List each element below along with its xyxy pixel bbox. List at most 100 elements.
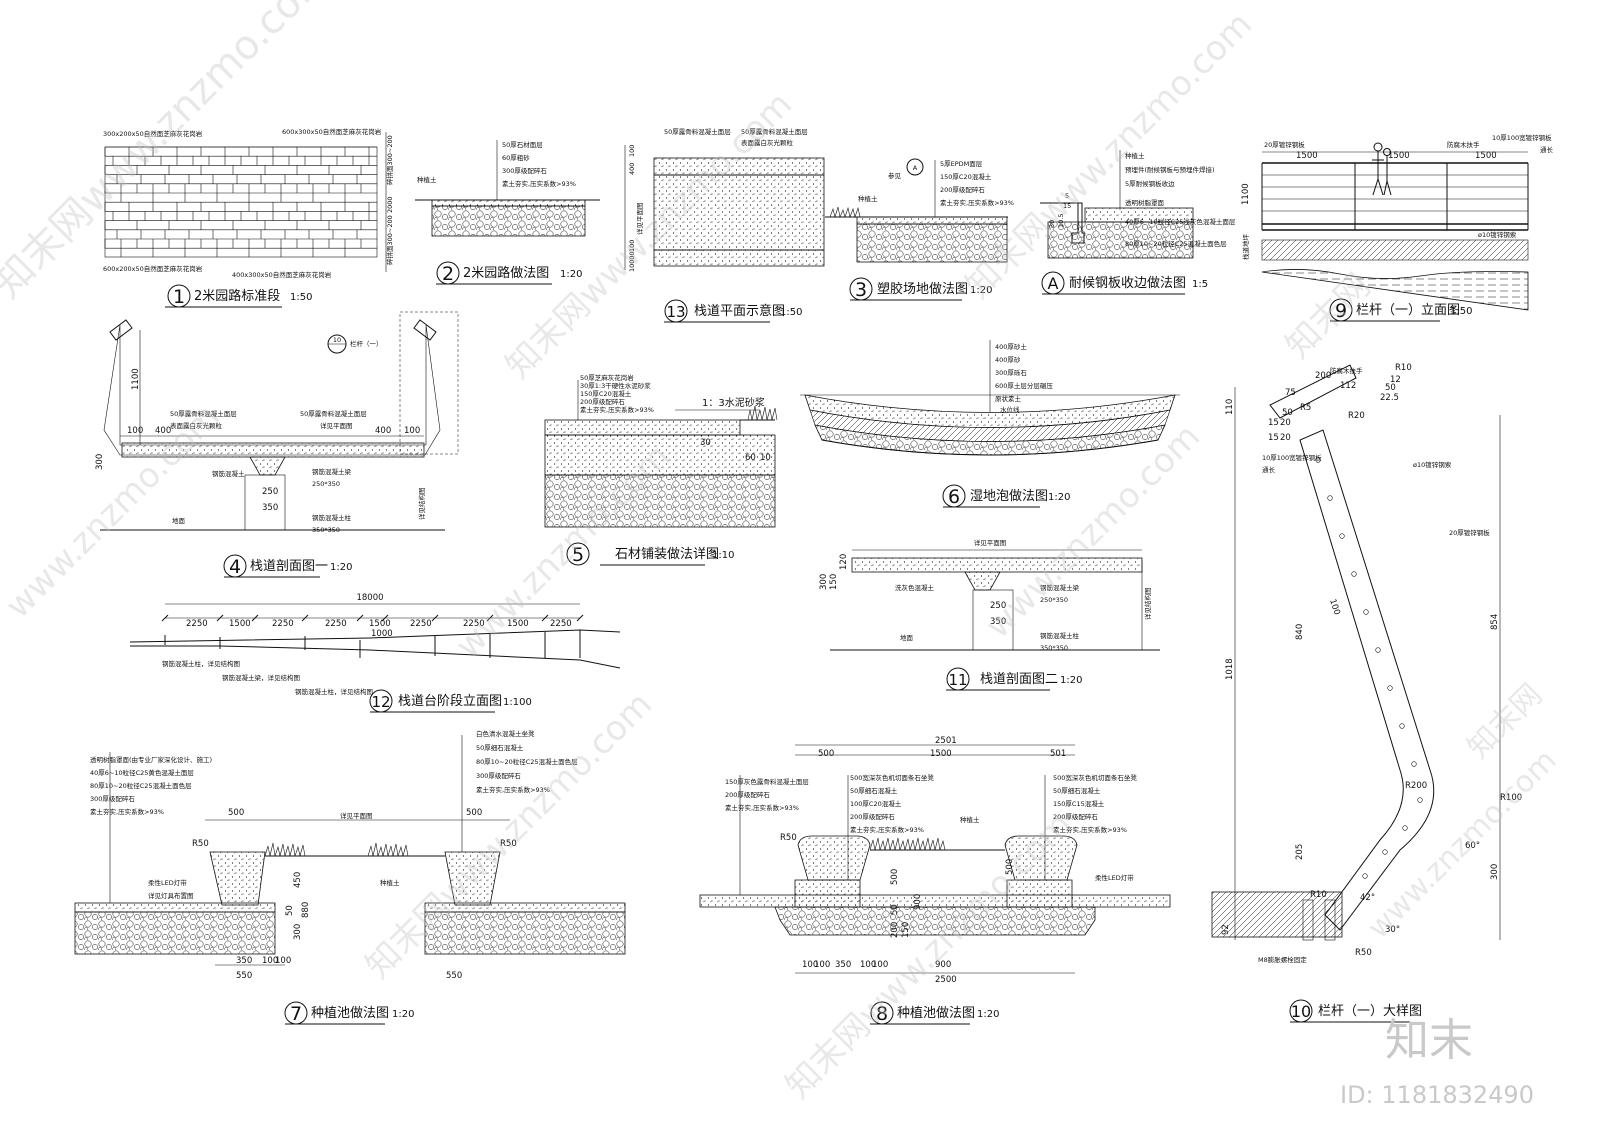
note: 50厚石材面层 <box>502 140 543 149</box>
dim: 10 <box>760 453 771 463</box>
note: 100厚C20混凝土 <box>850 799 902 808</box>
bolt-hole <box>1382 849 1388 855</box>
dim: R10 <box>1395 363 1412 373</box>
detail-9-railing-elevation: 20厚镀锌钢板 防腐木扶手 10厚100宽镀锌钢板 通长 1500 1500 1… <box>1241 133 1554 322</box>
note: 50厚露骨料混凝土面层 <box>664 127 731 136</box>
dim: 200 <box>890 922 900 938</box>
note: 素土夯实,压实系数>93% <box>1053 825 1127 834</box>
dim: 350 <box>236 956 252 966</box>
note: 80厚10~20粒径C25混凝土面色层 <box>476 757 578 766</box>
note: 钢筋混凝土柱，详见结构图 <box>162 659 240 668</box>
detail-scale: 1:50 <box>1450 306 1472 317</box>
ref-num: 10 <box>333 336 341 344</box>
note: 素土夯实,压实系数>93% <box>850 825 924 834</box>
dim: R10 <box>1310 890 1327 900</box>
dim: 15 <box>1268 418 1279 428</box>
dim: 2250 <box>463 619 485 629</box>
note: 5 <box>1065 192 1069 200</box>
note: 20厚镀锌钢板 <box>1264 140 1305 149</box>
note: 柔性LED灯带 <box>1095 873 1134 882</box>
dim: 1000 <box>371 629 393 639</box>
note: 300厚砾石 <box>995 369 1027 377</box>
dim: 20 <box>1280 418 1291 428</box>
dim: 120 <box>839 554 849 570</box>
dim: 900 <box>913 894 923 910</box>
note: 50厚细石混凝土 <box>476 743 524 752</box>
note: 200厚级配碎石 <box>940 185 985 194</box>
note: 防腐木扶手 <box>1447 140 1480 149</box>
note: 钢筋混凝土梁，详见结构图 <box>222 673 300 682</box>
detail-number: A <box>1048 274 1059 293</box>
note: 60厚粗砂 <box>502 153 530 162</box>
detail-2-path-section: 50厚石材面层 60厚粗砂 300厚级配碎石 素土夯实,压实系数>93% 种植土… <box>415 140 600 285</box>
note: 种植土 <box>380 878 400 887</box>
dim: 1100 <box>131 368 141 390</box>
watermark-text: 知末网www.znzmo.com <box>0 0 339 307</box>
note: 10.5 <box>1057 214 1065 228</box>
detail-11-boardwalk-section-2: 详见平面图 洗灰色混凝土 钢筋混凝土梁 250*350 钢筋混凝土柱 350*3… <box>819 538 1160 691</box>
dim: 30° <box>1385 925 1400 935</box>
dim: 18000 <box>356 593 383 603</box>
dim: 300 <box>819 574 829 590</box>
note: 50厚细石混凝土 <box>1053 786 1101 795</box>
note: 素土夯实,压实系数>93% <box>476 785 550 794</box>
dim: 300 <box>95 454 105 470</box>
note: 素土夯实,压实系数>93% <box>725 803 799 812</box>
note: 地面 <box>172 516 186 525</box>
detail-title: 塑胶场地做法图 <box>877 281 968 297</box>
dim: 500 <box>228 808 244 818</box>
id-label: ID: 1181832490 <box>1340 1081 1534 1109</box>
note: 150厚C15混凝土 <box>1053 799 1105 808</box>
dim: 1500 <box>1388 151 1410 161</box>
detail-scale: 1:20 <box>1048 492 1070 503</box>
note: 原状素土 <box>995 394 1022 403</box>
dim: 500 <box>890 869 900 885</box>
dim: 350 <box>835 960 851 970</box>
detail-5-stone-paving: 50厚芝麻灰花岗岩 30厚1:3干硬性水泥砂浆 150厚C20混凝土 200厚级… <box>544 373 778 566</box>
detail-scale: 1:20 <box>977 1009 999 1020</box>
dim: 1500 <box>930 749 952 759</box>
dim: 100 <box>872 960 888 970</box>
note: 40厚6~10粒径C25黄色混凝土面层 <box>90 768 194 777</box>
detail-13-boardwalk-plan: 50厚露骨料混凝土面层 50厚露骨料混凝土面层 表面露白灰光颗粒 详见平面图 4… <box>624 127 825 323</box>
dim: 880 <box>301 902 311 918</box>
note: M8膨胀螺栓固定 <box>1258 955 1307 964</box>
bolt-hole <box>1402 825 1408 831</box>
dim: 1500 <box>1296 151 1318 161</box>
note: 600厚土层分层碾压 <box>995 381 1053 390</box>
bolt-hole <box>1363 609 1369 615</box>
dim: 1018 <box>1225 658 1235 680</box>
detail-scale: 1:20 <box>560 269 582 280</box>
detail-scale: 1:100 <box>503 697 532 708</box>
dim: 900 <box>935 960 951 970</box>
note: 钢筋混凝土 <box>212 469 245 478</box>
dim: 840 <box>1295 624 1305 640</box>
dim: 100 <box>1327 598 1342 617</box>
note: 600x300x50自然面芝麻灰花岗岩 <box>282 127 382 136</box>
dim: 100 <box>802 960 818 970</box>
watermark-text: 知末网www.znzmo.com <box>958 4 1260 306</box>
detail-title: 种植池做法图 <box>897 1006 975 1021</box>
bolt-hole <box>1399 723 1405 729</box>
detail-title: 湿地泡做法图 <box>970 489 1048 504</box>
dim: 150 <box>829 574 839 590</box>
detail-8-planter: 150厚灰色露骨料混凝土面层 200厚级配碎石 素土夯实,压实系数>93% 50… <box>699 736 1171 1025</box>
note: 表面露白灰光颗粒 <box>170 421 223 430</box>
detail-title: 2米园路标准段 <box>194 288 280 304</box>
detail-number: 8 <box>876 1003 888 1025</box>
note: 种植土 <box>417 175 437 184</box>
dim: 50 <box>285 905 295 916</box>
note: 种植土 <box>1125 151 1145 160</box>
note: 透明树脂罩面 <box>1125 198 1165 207</box>
note: 300厚级配碎石 <box>90 794 135 803</box>
detail-number: 6 <box>948 486 960 508</box>
note: 透明树脂罩面(由专业厂家深化设计、施工) <box>90 755 212 764</box>
dim: 550 <box>446 971 462 981</box>
note: 150厚C20混凝土 <box>580 389 632 398</box>
dim: 60° <box>1465 841 1480 851</box>
detail-number: 11 <box>948 671 967 689</box>
note: 150厚灰色露骨料混凝土面层 <box>725 777 809 786</box>
detail-12-step-elevation: 18000 2250 1500 2250 2250 1500 2250 2250… <box>129 593 621 713</box>
note: 150厚C20混凝土 <box>940 172 992 181</box>
detail-4-boardwalk-section-1: 50厚露骨料混凝土面层 50厚露骨料混凝土面层 表面露白灰光颗粒 详见平面图 钢… <box>95 311 459 578</box>
